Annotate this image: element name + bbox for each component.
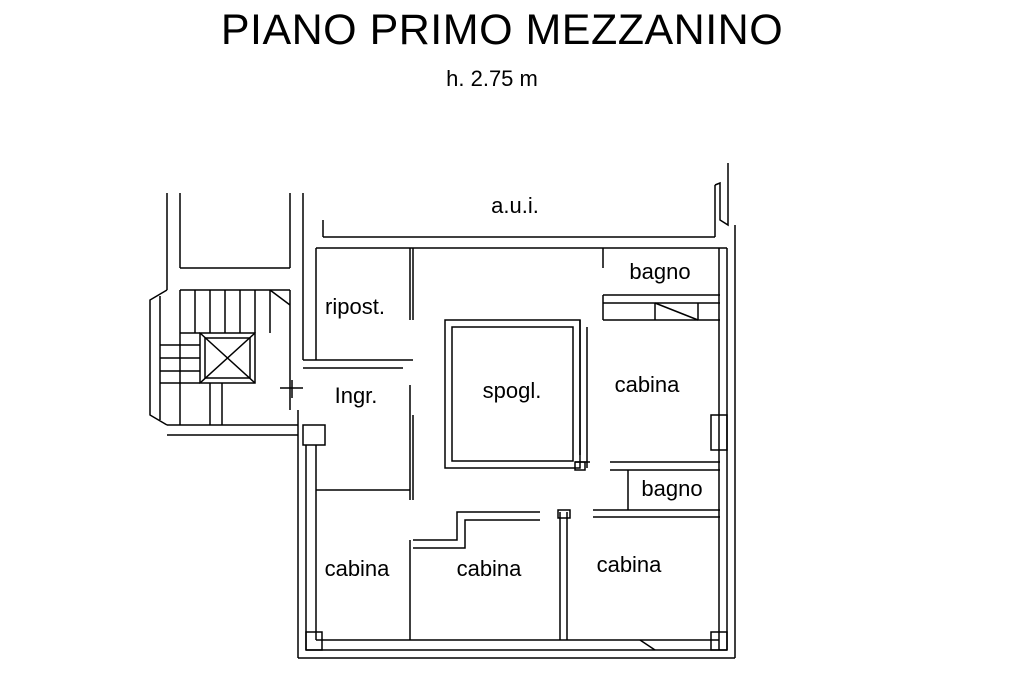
room-label-cabina-center: cabina [457, 556, 523, 581]
room-label-cabina-left: cabina [325, 556, 391, 581]
plan-height-note: h. 2.75 m [446, 66, 538, 91]
room-label-cabina-right: cabina [615, 372, 681, 397]
room-label-bagno-top: bagno [629, 259, 690, 284]
room-label-spogl: spogl. [483, 378, 542, 403]
upper-wall [303, 163, 729, 369]
room-label-aui: a.u.i. [491, 193, 539, 218]
interior-walls [316, 248, 720, 651]
room-label-ripost: ripost. [325, 294, 385, 319]
plan-title: PIANO PRIMO MEZZANINO [220, 6, 784, 54]
room-label-bagno-mid: bagno [641, 476, 702, 501]
staircase [149, 193, 304, 436]
room-label-ingr: Ingr. [335, 383, 378, 408]
outer-wall-right [710, 225, 736, 658]
outer-wall-bottom [280, 380, 735, 659]
room-label-cabina-bottom-right: cabina [597, 552, 663, 577]
